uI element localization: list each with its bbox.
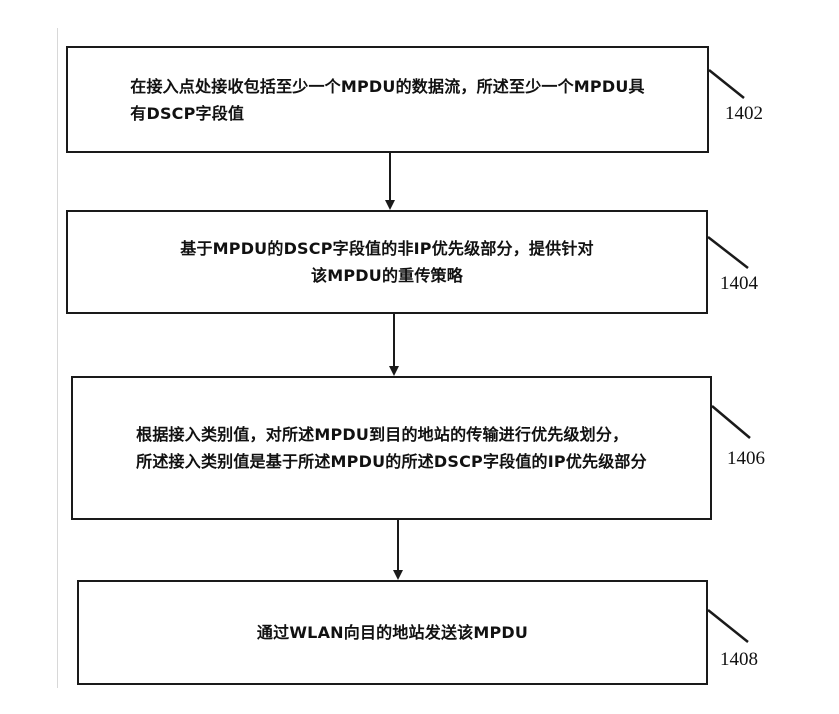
flowchart-step-1408: 通过WLAN向目的地站发送该MPDU bbox=[77, 580, 708, 685]
leader-line-1404 bbox=[707, 236, 749, 269]
reference-label-1402: 1402 bbox=[725, 103, 763, 124]
reference-label-1408: 1408 bbox=[720, 649, 758, 670]
flowchart-step-1404: 基于MPDU的DSCP字段值的非IP优先级部分，提供针对 该MPDU的重传策略 bbox=[66, 210, 708, 314]
leader-line-1408 bbox=[707, 609, 749, 643]
reference-label-1404: 1404 bbox=[720, 273, 758, 294]
flowchart-step-1406: 根据接入类别值，对所述MPDU到目的地站的传输进行优先级划分， 所述接入类别值是… bbox=[71, 376, 712, 520]
leader-line-1406 bbox=[711, 405, 751, 439]
step-1408-text: 通过WLAN向目的地站发送该MPDU bbox=[256, 623, 529, 642]
page-edge-line bbox=[57, 28, 58, 688]
reference-label-1406: 1406 bbox=[727, 448, 765, 469]
step-1404-text: 基于MPDU的DSCP字段值的非IP优先级部分，提供针对 该MPDU的重传策略 bbox=[180, 239, 594, 285]
flowchart-step-1402: 在接入点处接收包括至少一个MPDU的数据流，所述至少一个MPDU具 有DSCP字… bbox=[66, 46, 709, 153]
step-1406-text: 根据接入类别值，对所述MPDU到目的地站的传输进行优先级划分， 所述接入类别值是… bbox=[136, 425, 647, 471]
step-1402-text: 在接入点处接收包括至少一个MPDU的数据流，所述至少一个MPDU具 有DSCP字… bbox=[130, 76, 645, 123]
leader-line-1402 bbox=[708, 69, 745, 99]
